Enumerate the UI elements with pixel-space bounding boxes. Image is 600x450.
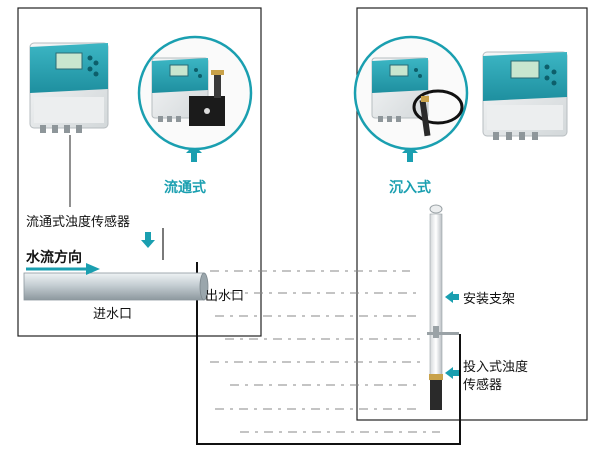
left-arrow-icon xyxy=(445,291,459,303)
immersion-sensor-label-line2: 传感器 xyxy=(463,378,503,393)
immersion-sensor-label-line1: 投入式浊度 xyxy=(463,360,529,375)
flow-sensor-label: 流通式浊度传感器 xyxy=(26,215,131,230)
turbidity-controller-icon xyxy=(371,57,429,122)
flow-direction-arrow-icon xyxy=(86,263,100,275)
water-tank xyxy=(196,262,461,445)
mounting-bracket xyxy=(427,204,459,381)
right-panel-frame xyxy=(356,7,588,421)
flow-through-label: 流通式 xyxy=(164,180,206,196)
immersion-turbidity-sensor xyxy=(429,374,443,410)
water-flow-direction-label: 水流方向 xyxy=(26,250,82,266)
mount-bracket-label: 安装支架 xyxy=(463,292,516,307)
flow-cell-sensor-icon xyxy=(189,70,225,126)
turbidity-controller-icon xyxy=(482,51,568,140)
inlet-label: 进水口 xyxy=(93,307,133,322)
immersion-label: 沉入式 xyxy=(389,180,431,196)
turbidity-controller-icon xyxy=(151,57,209,122)
turbidity-controller-icon xyxy=(29,42,109,133)
water-pipe xyxy=(23,272,205,301)
immersion-probe-icon xyxy=(412,89,464,137)
left-arrow-icon xyxy=(445,367,459,379)
down-arrow-icon xyxy=(141,232,155,248)
water-surface-lines xyxy=(210,270,440,433)
outlet-label: 出水口 xyxy=(205,289,245,304)
left-panel-frame xyxy=(17,7,262,337)
